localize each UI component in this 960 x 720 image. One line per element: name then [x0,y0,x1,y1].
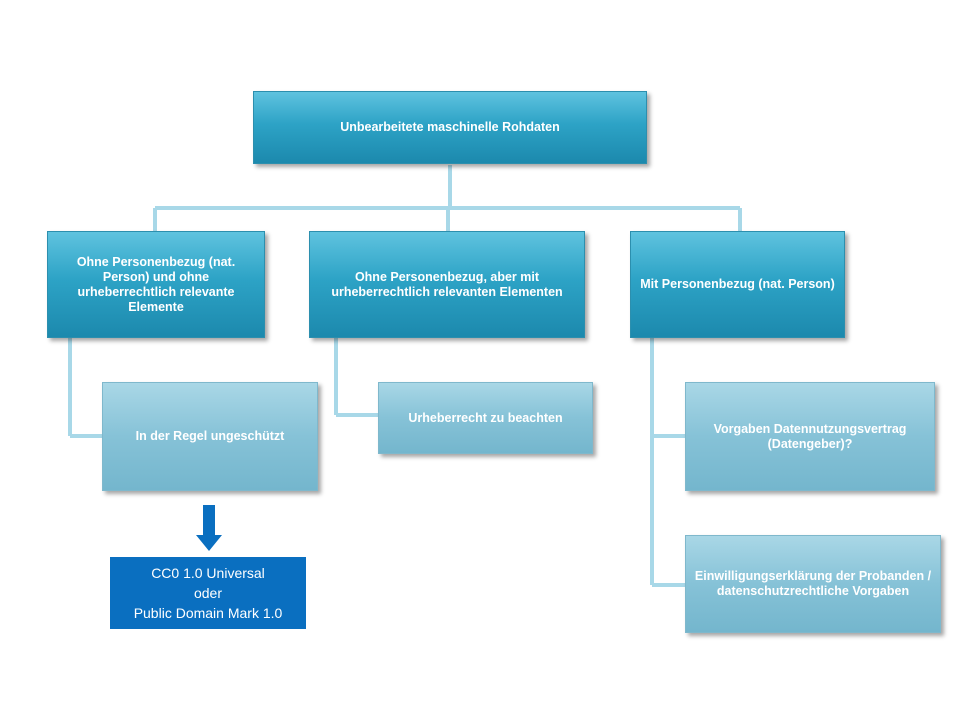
down-arrow-icon [196,505,222,551]
category-node-label: Ohne Personenbezug, aber mit urheberrech… [331,269,563,299]
child-node-label: Urheberrecht zu beachten [408,410,563,425]
category-node-label: Mit Personenbezug (nat. Person) [640,277,835,291]
license-line-public-domain: Public Domain Mark 1.0 [133,605,283,621]
child-node-consent-data-protection: Einwilligungserklärung der Probanden / d… [685,535,941,633]
category-node-no-personal-no-copyright: Ohne Personenbezug (nat. Person) und ohn… [47,231,265,338]
category-node-with-personal: Mit Personenbezug (nat. Person) [630,231,845,338]
category-node-label: Ohne Personenbezug (nat. Person) und ohn… [76,254,236,314]
root-node: Unbearbeitete maschinelle Rohdaten [253,91,647,164]
license-box: CC0 1.0 Universal oder Public Domain Mar… [110,557,306,629]
child-node-label: In der Regel ungeschützt [135,429,285,443]
root-node-label: Unbearbeitete maschinelle Rohdaten [340,120,560,134]
category-node-no-personal-with-copyright: Ohne Personenbezug, aber mit urheberrech… [309,231,585,338]
license-line-or: oder [193,585,223,601]
child-node-data-usage-contract: Vorgaben Datennutzungsvertrag (Datengebe… [685,382,935,491]
child-node-label: Vorgaben Datennutzungsvertrag (Datengebe… [713,421,907,451]
child-node-label: Einwilligungserklärung der Probanden / d… [694,569,932,598]
child-node-unprotected: In der Regel ungeschützt [102,382,318,491]
license-line-cc0: CC0 1.0 Universal [151,565,265,581]
child-node-copyright: Urheberrecht zu beachten [378,382,593,454]
